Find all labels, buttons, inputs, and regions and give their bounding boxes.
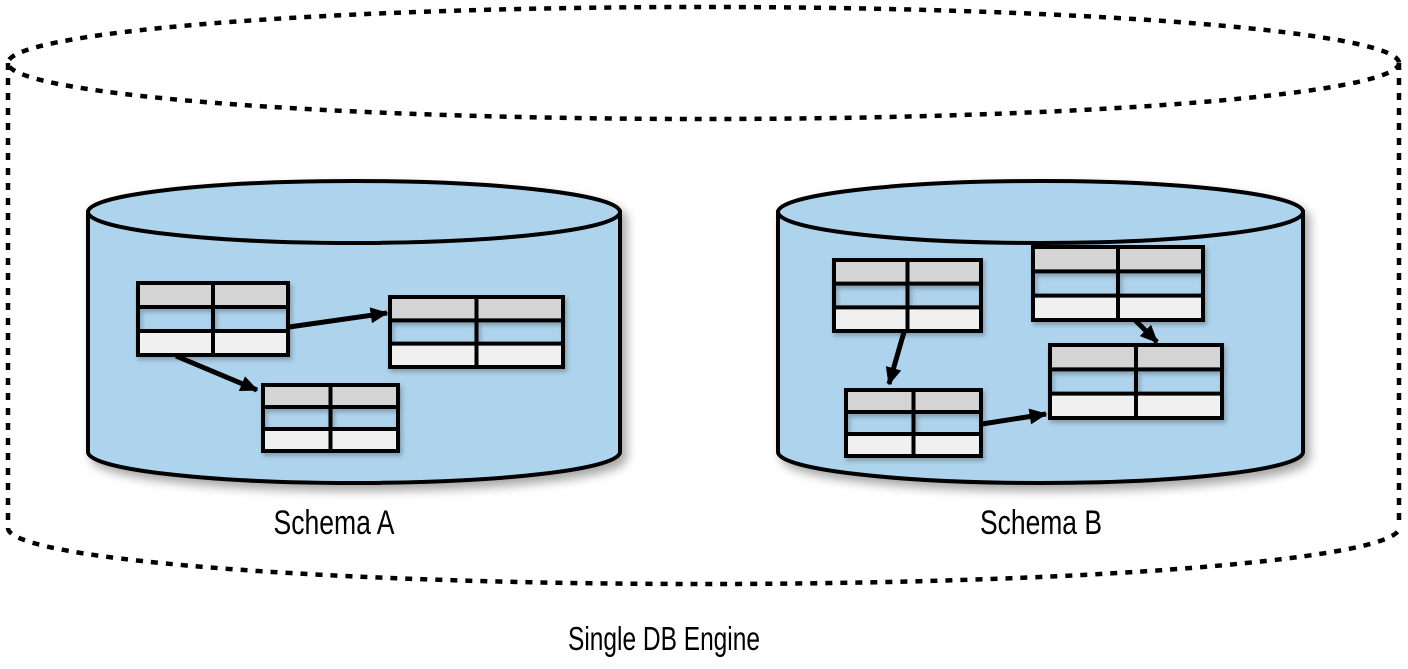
relation-arrow-a1-a2 <box>288 307 389 330</box>
table-icon-a3 <box>261 383 400 453</box>
db-engine-top-ellipse <box>5 4 1402 122</box>
db-engine-cylinder-outline <box>5 4 1402 587</box>
table-icon-b4 <box>1048 343 1224 420</box>
schema-a-label: Schema A <box>274 504 395 542</box>
table-icon-a1 <box>136 281 290 357</box>
table-icon-b1 <box>832 258 983 333</box>
relation-arrow-b3-b4 <box>981 408 1048 427</box>
relation-arrow-b2-b4 <box>1133 318 1159 344</box>
db-engine-bottom-arc <box>5 527 1402 587</box>
db-engine-label: Single DB Engine <box>568 620 760 657</box>
relation-arrow-b1-b3 <box>885 331 907 386</box>
table-icon-b2 <box>1031 245 1205 322</box>
schema-a-cylinder-body <box>86 210 622 485</box>
table-icon-a2 <box>388 295 565 369</box>
schema-a-cylinder <box>86 179 622 485</box>
table-icon-b3 <box>844 388 983 458</box>
relation-arrow-a1-a3 <box>175 353 259 393</box>
schema-b-label: Schema B <box>980 504 1102 542</box>
schema-b-cylinder-lid <box>776 179 1305 245</box>
schema-a-cylinder-lid <box>86 179 622 245</box>
